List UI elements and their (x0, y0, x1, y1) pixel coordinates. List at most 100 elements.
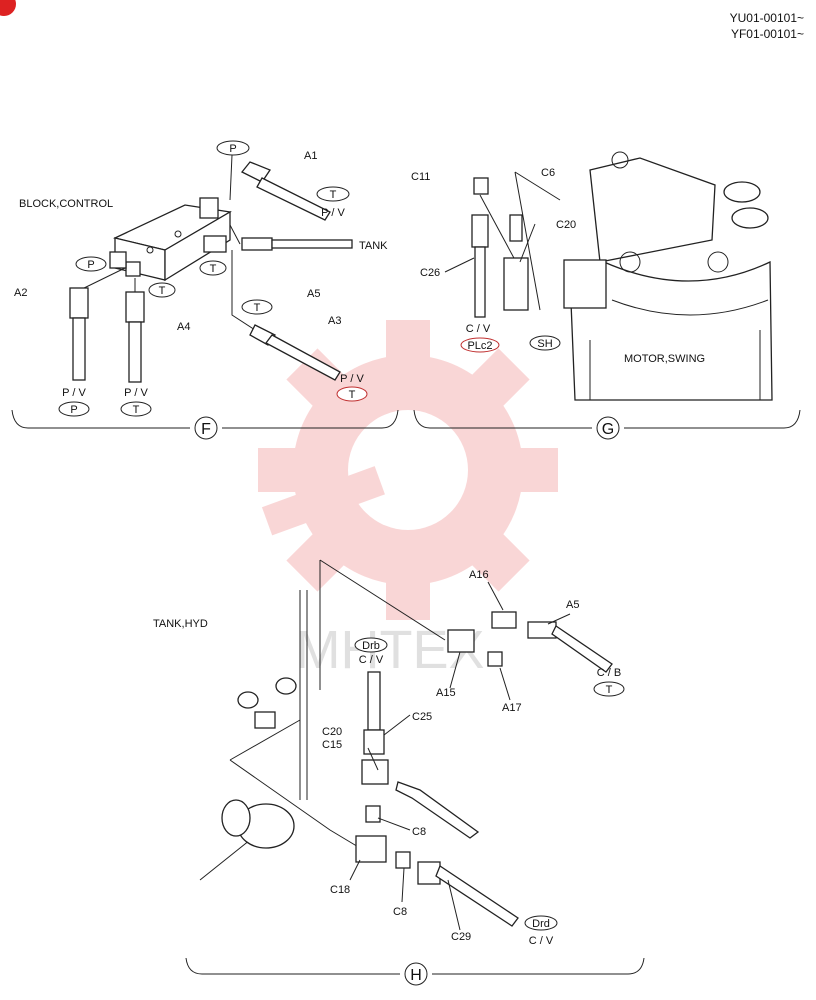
port-oval-red (336, 386, 368, 402)
part-a3: A3 (328, 315, 341, 327)
fitting-a5-h (527, 621, 557, 639)
port-p-a2: P (70, 404, 77, 416)
part-c15: C15 (322, 739, 342, 751)
fitting-c25-end (363, 729, 385, 755)
serial-number-1: YU01-00101~ (730, 11, 804, 25)
part-c20-g: C20 (556, 219, 576, 231)
port-drb: Drb (362, 640, 380, 652)
port-p-block: P (87, 259, 94, 271)
port-pv-a1: P / V (321, 207, 345, 219)
part-a16: A16 (469, 569, 489, 581)
port-pic2: PLc2 (467, 340, 492, 352)
component-tank: TANK (359, 240, 388, 252)
hose-a1 (240, 161, 331, 221)
part-a17: A17 (502, 702, 522, 714)
port-p-top: P (229, 143, 236, 155)
part-c6: C6 (541, 167, 555, 179)
control-block-drawing (109, 197, 232, 282)
section-g-marker (596, 416, 620, 440)
hose-c29 (435, 865, 519, 927)
port-t-block-right: T (210, 263, 217, 275)
hose-a3 (249, 324, 341, 381)
swing-motor-drawing (563, 151, 773, 401)
port-cv-drb: C / V (359, 654, 384, 666)
port-oval (524, 915, 558, 931)
section-h-marker (404, 962, 428, 986)
fitting-a16 (491, 611, 517, 629)
port-t-a1: T (330, 189, 337, 201)
port-oval (241, 299, 273, 315)
port-oval-red (460, 337, 500, 353)
port-pv-a2: P / V (62, 387, 86, 399)
part-c25: C25 (412, 711, 432, 723)
fitting-a17 (487, 651, 503, 667)
port-t-a3-red: T (349, 389, 356, 401)
section-f-marker (194, 416, 218, 440)
hose-c26 (474, 246, 486, 318)
port-t-block: T (159, 285, 166, 297)
port-cb: C / B (597, 667, 621, 679)
port-cv-g: C / V (466, 323, 491, 335)
section-g-bracket (413, 409, 801, 429)
section-h: TANK,HYD A16 A5 A15 A17 C25 C20 C15 C8 C… (153, 559, 645, 986)
fitting-c18 (355, 835, 387, 863)
port-oval (199, 260, 227, 276)
part-c18: C18 (330, 884, 350, 896)
hose-a5-h (551, 625, 613, 673)
port-oval (593, 681, 625, 697)
port-pv-a4: P / V (124, 387, 148, 399)
fitting-c8-2 (395, 851, 411, 869)
port-oval (58, 401, 90, 417)
hose-a4 (125, 291, 145, 383)
serial-number-2: YF01-00101~ (731, 27, 804, 41)
hose-a2 (69, 287, 89, 381)
section-g-label: G (602, 421, 614, 438)
part-a1: A1 (304, 150, 317, 162)
port-oval (120, 401, 152, 417)
hyd-tank-drawing (199, 559, 446, 881)
part-c26: C26 (420, 267, 440, 279)
section-f-label: F (201, 421, 211, 438)
port-oval (216, 140, 250, 156)
port-t-a3: T (254, 302, 261, 314)
part-a15: A15 (436, 687, 456, 699)
component-block-control: BLOCK,CONTROL (19, 198, 113, 210)
part-c29: C29 (451, 931, 471, 943)
component-tank-hyd: TANK,HYD (153, 618, 208, 630)
port-t-a4: T (133, 404, 140, 416)
corner-badge (0, 0, 16, 16)
fitting-c26-top (471, 214, 489, 248)
port-drd: Drd (532, 918, 550, 930)
part-a5-h: A5 (566, 599, 579, 611)
section-h-bracket (185, 957, 645, 975)
port-sh: SH (537, 338, 552, 350)
port-cv-drd: C / V (529, 935, 554, 947)
section-g: C11 C6 C20 C26 C / V PLc2 SH MOTOR,SWING… (411, 151, 801, 440)
hose-c25 (367, 671, 381, 731)
hose-a5 (241, 237, 353, 251)
port-oval (354, 637, 388, 653)
port-pv-a3: P / V (340, 373, 364, 385)
port-oval (316, 186, 350, 202)
watermark-gear (258, 320, 558, 620)
part-a4: A4 (177, 321, 190, 333)
fitting-c8-1 (365, 805, 381, 823)
fitting-c11 (473, 177, 489, 195)
port-t-cb: T (606, 684, 613, 696)
part-a2: A2 (14, 287, 27, 299)
section-h-label: H (410, 967, 422, 984)
section-f: BLOCK,CONTROL TANK A1 A2 A3 A4 A5 P T P … (11, 140, 399, 440)
port-oval (148, 282, 176, 298)
hose-branch (395, 781, 480, 839)
part-a5-f: A5 (307, 288, 320, 300)
component-motor-swing: MOTOR,SWING (624, 353, 705, 365)
port-oval (75, 256, 107, 272)
port-oval (529, 335, 561, 351)
part-c8-2: C8 (393, 906, 407, 918)
fitting-c6 (509, 214, 523, 242)
part-c11: C11 (411, 171, 430, 183)
fitting-a15 (447, 629, 475, 653)
section-f-bracket (11, 409, 399, 429)
fitting-c20 (503, 257, 529, 311)
